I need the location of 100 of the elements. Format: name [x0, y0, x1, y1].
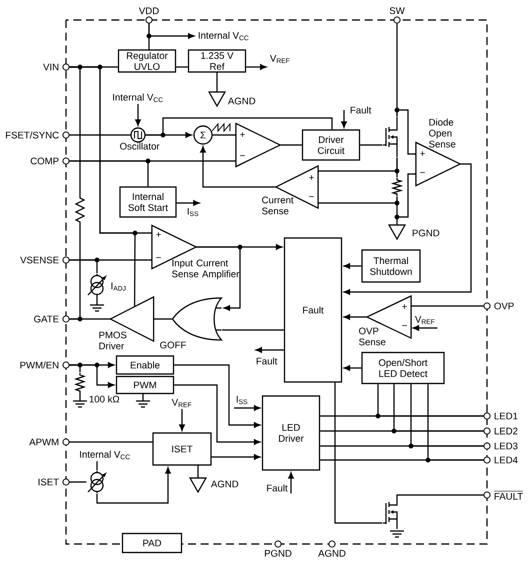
- wire: [176, 66, 188, 68]
- wire: [70, 318, 110, 320]
- wire: [396, 158, 398, 178]
- current-source-symbol: [88, 471, 106, 493]
- transistor-symbol: [383, 117, 398, 157]
- signal-label: Internal V$_{CC}$: [113, 94, 163, 102]
- wire: [377, 384, 484, 417]
- wire: [396, 109, 416, 155]
- signal-label: V$_{REF}$: [414, 316, 434, 324]
- edge-label: GOFF: [158, 340, 188, 350]
- wire: [70, 481, 86, 483]
- ground-label: AGND: [228, 98, 256, 104]
- block-caption: PMOS Driver: [99, 332, 126, 350]
- arrow: [234, 405, 260, 411]
- input-sign: +: [402, 304, 407, 309]
- input-sign: +: [156, 232, 161, 237]
- arrow: [344, 263, 362, 269]
- arrow: [176, 200, 200, 206]
- signal-label: Fault: [267, 484, 288, 492]
- or-gate: [172, 297, 222, 341]
- wire: [334, 382, 382, 524]
- wire: [396, 494, 484, 496]
- resistor-symbol: [390, 178, 404, 196]
- block-caption: Diode Open Sense: [429, 118, 456, 148]
- arrow: [174, 384, 260, 445]
- arrow: [212, 454, 260, 460]
- block: Internal Soft Start: [119, 186, 177, 218]
- signal-label: V$_{REF}$: [172, 399, 192, 408]
- arrow: [246, 64, 266, 70]
- arrow: [412, 325, 438, 331]
- wire: [393, 384, 484, 432]
- wire: [70, 160, 149, 186]
- block: ISET: [152, 432, 212, 466]
- arrow: [256, 347, 284, 353]
- block-caption: Oscillator: [120, 142, 160, 150]
- wire: [222, 329, 284, 331]
- wire: [410, 384, 484, 447]
- wire: [70, 364, 81, 372]
- block-caption: Current Sense: [262, 196, 294, 214]
- wire: [70, 259, 98, 274]
- input-sign: +: [240, 132, 245, 137]
- pin-label: OVP: [494, 302, 514, 310]
- arrow: [96, 467, 171, 504]
- wire: [411, 305, 484, 307]
- wire: [280, 144, 302, 146]
- pin-label: LED2: [494, 428, 518, 434]
- ground-label: PGND: [412, 230, 440, 236]
- pin-label: SW: [390, 7, 405, 14]
- block-caption: I$_{ADJ}$: [111, 282, 126, 291]
- resistor-value: 100 kΩ: [90, 395, 120, 403]
- arrow: [200, 146, 276, 188]
- pin-label: ISET: [38, 478, 59, 486]
- signal-label: Fault: [256, 357, 278, 365]
- arrow: [148, 24, 194, 39]
- wire: [154, 318, 172, 320]
- arrow: [344, 163, 472, 295]
- arrow: [179, 409, 185, 431]
- arrow: [135, 104, 141, 126]
- signal-label: Internal V$_{CC}$: [80, 450, 130, 460]
- arrow: [174, 364, 260, 428]
- arrow: [341, 110, 347, 128]
- pin-label: LED1: [494, 412, 518, 420]
- signal-label: V$_{REF}$: [270, 55, 290, 63]
- pin-label: FSET/SYNC: [6, 131, 59, 139]
- input-sign: −: [402, 325, 407, 326]
- block: 1.235 V Ref: [188, 49, 246, 73]
- signal-label: I$_{SS}$: [236, 396, 248, 404]
- arrow: [344, 365, 362, 371]
- block: PAD: [122, 532, 182, 554]
- arrow: [196, 244, 282, 250]
- summing-junction: Σ: [193, 125, 213, 145]
- pin-label: COMP: [30, 158, 59, 164]
- transistor-symbol: [383, 495, 398, 529]
- pin-label: AGND: [318, 550, 346, 557]
- block: Thermal Shutdown: [361, 249, 421, 283]
- block-caption: OVP Sense: [359, 328, 386, 346]
- input-sign: +: [309, 175, 314, 180]
- wire: [212, 134, 236, 136]
- block: Open/Short LED Detect: [361, 352, 445, 384]
- wire: [396, 173, 416, 218]
- block: PWM: [116, 376, 174, 394]
- block-caption: Input Current Sense Amplifier: [172, 260, 240, 280]
- pin-label: VIN: [43, 64, 58, 70]
- pin-label: PWM/EN: [20, 361, 58, 369]
- pin-label: APWM: [29, 438, 58, 446]
- pin-label: LED3: [494, 442, 518, 450]
- input-sign: −: [420, 172, 425, 173]
- resistor-symbol: [74, 373, 86, 393]
- wire: [70, 441, 152, 443]
- input-sign: −: [309, 196, 314, 197]
- ground-label: AGND: [210, 480, 238, 488]
- block: Driver Circuit: [302, 129, 360, 161]
- pin-label: VDD: [138, 7, 159, 14]
- signal-label: Internal V$_{CC}$: [198, 32, 248, 40]
- pin-label: VSENSE: [20, 256, 59, 264]
- pin-label: GATE: [34, 316, 59, 322]
- pin-label: FAULT: [494, 490, 524, 500]
- wire: [70, 134, 130, 136]
- wire: [96, 461, 98, 470]
- pin-label: LED4: [494, 456, 518, 464]
